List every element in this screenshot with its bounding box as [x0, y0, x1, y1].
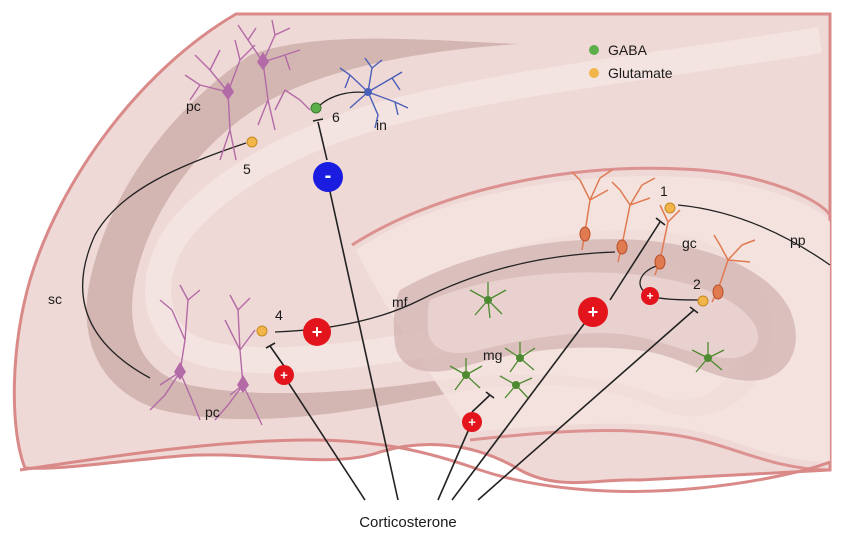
label-mf: mf	[392, 294, 408, 310]
excite-sign-mossy: +	[312, 322, 323, 342]
bar-6	[312, 118, 324, 122]
synapse-number-1: 1	[660, 183, 668, 199]
synapse-5-glutamate-dot	[246, 136, 258, 148]
line-to-1	[609, 221, 661, 301]
label-mg: mg	[483, 347, 502, 363]
excite-modulator-4	[274, 365, 294, 385]
synapse-4-glutamate-dot	[256, 325, 268, 337]
legend-gaba-label: GABA	[608, 42, 648, 58]
ammon-horn-band	[86, 38, 772, 420]
pyramidal-somata-top	[222, 52, 269, 100]
synapse-number-2: 2	[693, 276, 701, 292]
line-to-4	[269, 345, 285, 367]
excite-sign-center: +	[588, 302, 599, 322]
synapse-number-4: 4	[275, 307, 283, 323]
label-pc-top: pc	[186, 98, 201, 114]
ventricle-edge	[19, 438, 831, 493]
bar-2	[689, 306, 699, 314]
pyramidal-cells-top	[184, 19, 311, 161]
synapse-1-glutamate-dot	[664, 202, 676, 214]
granule-somata	[579, 226, 724, 300]
excite-modulator-mossy	[303, 318, 331, 346]
bar-1	[655, 217, 666, 226]
legend: GABA Glutamate	[589, 42, 673, 81]
hippocampal-tissue	[12, 12, 832, 493]
excite-modulator-granule	[641, 287, 659, 305]
modulators: - + + + + +	[274, 162, 659, 432]
excite-modulator-center	[578, 297, 608, 327]
microglia	[449, 282, 725, 399]
line-to-excite-mg	[437, 421, 473, 501]
label-pc-bottom: pc	[205, 404, 220, 420]
pyramidal-cells-bottom	[149, 284, 263, 426]
line-to-excite-4	[283, 375, 366, 501]
bar-4	[265, 342, 276, 349]
synapse-6-gaba-dot	[310, 102, 322, 114]
interneuron	[339, 57, 409, 129]
microglia-somata	[462, 296, 712, 389]
pyramidal-somata-bottom	[174, 362, 249, 393]
excite-sign-mg: +	[468, 415, 476, 430]
line-to-excite-center	[451, 311, 594, 501]
synapse-number-5: 5	[243, 161, 251, 177]
legend-glutamate-dot	[589, 68, 599, 78]
region-labels: pc pc in sc mf mg gc pp	[48, 98, 806, 420]
line-to-mg	[471, 394, 491, 413]
label-sc: sc	[48, 291, 62, 307]
excite-modulator-mg	[462, 412, 482, 432]
interneuron-soma	[364, 88, 372, 96]
corticosterone-lines	[269, 121, 695, 501]
inhibit-modulator	[313, 162, 343, 192]
inhibition-bars	[265, 118, 699, 399]
label-pp: pp	[790, 232, 806, 248]
line-to-inhibit	[326, 177, 399, 501]
synapse-2-glutamate-dot	[697, 295, 709, 307]
synapse-number-6: 6	[332, 109, 340, 125]
line-to-6	[317, 121, 328, 161]
label-in: in	[376, 117, 387, 133]
perforant-path	[677, 204, 831, 266]
legend-gaba-dot	[589, 45, 599, 55]
granule-local-path	[639, 264, 661, 293]
inhibit-sign: -	[325, 165, 332, 187]
label-gc: gc	[682, 235, 697, 251]
dentate-gyrus-outline	[351, 166, 832, 472]
bar-mg	[485, 391, 495, 399]
synapse-dots	[246, 102, 709, 337]
corticosterone-label: Corticosterone	[359, 514, 457, 531]
line-to-2	[477, 309, 695, 501]
legend-glutamate-label: Glutamate	[608, 65, 673, 81]
synapse-numbers: 1 2 4 5 6	[243, 109, 701, 323]
excite-sign-granule: +	[646, 289, 653, 303]
schaffer-collateral-path	[82, 142, 247, 379]
excite-sign-4: +	[280, 368, 288, 383]
